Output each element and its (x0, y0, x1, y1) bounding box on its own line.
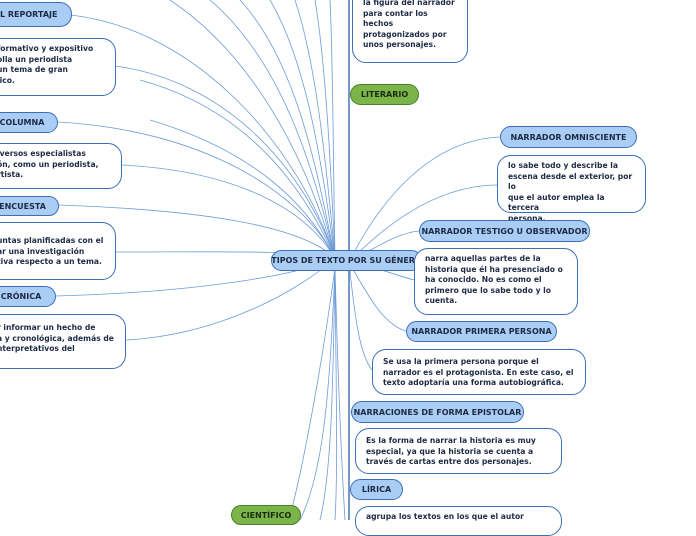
node-encuesta[interactable]: ENCUESTA (0, 196, 59, 216)
node-cientifico[interactable]: CIENTÍFICO (231, 505, 301, 525)
desc-reportaje: formativo y expositivo olla un periodist… (0, 38, 116, 96)
node-epistolar[interactable]: NARRACIONES DE FORMA EPISTOLAR (351, 401, 524, 423)
node-lirica[interactable]: LÍRICA (350, 479, 403, 500)
node-central[interactable]: TIPOS DE TEXTO POR SU GÉNERO (271, 250, 422, 271)
desc-epistolar: Es la forma de narrar la historia es muy… (355, 428, 562, 474)
node-cronica[interactable]: CRÓNICA (0, 286, 56, 307)
desc-lirica: agrupa los textos en los que el autor (355, 506, 562, 536)
node-columna[interactable]: COLUMNA (0, 112, 58, 133)
desc-literario-top: la figura del narrador para contar los h… (352, 0, 468, 63)
node-narrador-omnisciente[interactable]: NARRADOR OMNISCIENTE (500, 126, 637, 148)
node-literario[interactable]: LITERARIO (350, 84, 419, 105)
desc-encuesta: untas planificadas con el ar una investi… (0, 222, 116, 280)
desc-columna: iversos especialistas ón, como un period… (0, 143, 122, 189)
node-narrador-testigo[interactable]: NARRADOR TESTIGO U OBSERVADOR (419, 220, 590, 242)
desc-cronica: r informar un hecho de a y cronológica, … (0, 314, 126, 369)
desc-narrador-testigo: narra aquellas partes de la historia que… (414, 248, 578, 315)
node-reportaje[interactable]: EL REPORTAJE (0, 2, 72, 27)
desc-narrador-omnisciente: lo sabe todo y describe la escena desde … (497, 155, 646, 223)
desc-narrador-primera: Se usa la primera persona porque el narr… (372, 349, 586, 395)
node-narrador-primera[interactable]: NARRADOR PRIMERA PERSONA (406, 321, 557, 342)
